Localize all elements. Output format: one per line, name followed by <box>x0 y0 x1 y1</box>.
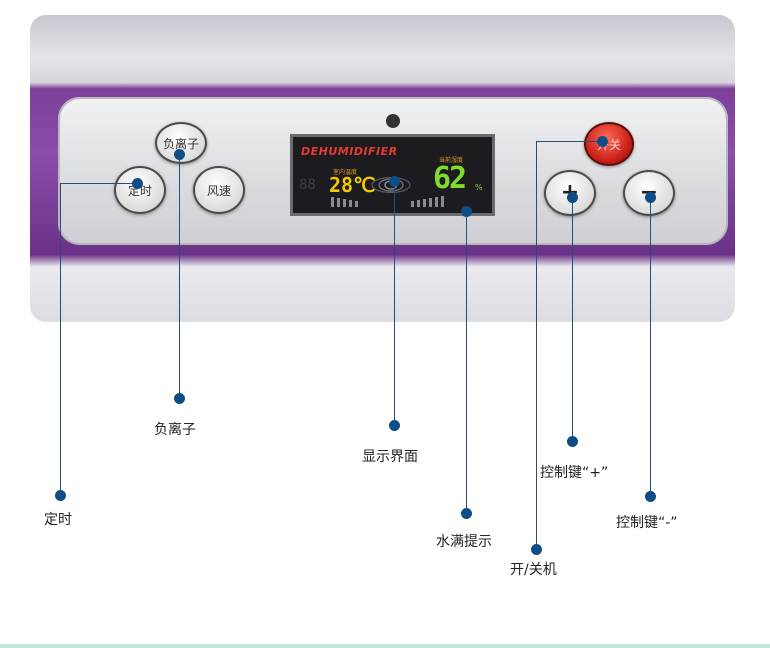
lcd-display: DEHUMIDIFIER 88 室内温度 28℃ 当前湿度 62 % <box>290 134 495 216</box>
ion-button-label: 负离子 <box>162 136 199 151</box>
timer-leader-v <box>60 183 61 495</box>
plus-dot-bottom <box>567 436 578 447</box>
lcd-percent-unit: % <box>475 183 483 192</box>
water-leader <box>466 211 467 514</box>
water-dot-top <box>461 206 472 217</box>
lcd-brand: DEHUMIDIFIER <box>301 145 398 158</box>
power-callout-label: 开/关机 <box>510 562 557 578</box>
timer-dot-bottom <box>55 490 66 501</box>
timer-callout-label: 定时 <box>44 512 72 528</box>
power-button[interactable]: 开关 <box>584 122 634 166</box>
display-dot-bottom <box>389 420 400 431</box>
power-leader-v <box>536 141 537 549</box>
lcd-temp-label: 室内温度 <box>333 169 358 176</box>
power-leader-h <box>536 141 602 142</box>
lcd-humidity: 62 <box>433 161 467 196</box>
water-full-callout-label: 水满提示 <box>436 534 492 550</box>
lcd-temperature: 28℃ <box>329 173 376 197</box>
minus-callout-label: 控制键“-” <box>616 515 678 531</box>
timer-leader-h <box>60 183 138 184</box>
ion-dot-bottom <box>174 393 185 404</box>
minus-dot-bottom <box>645 491 656 502</box>
ion-callout-label: 负离子 <box>154 422 196 438</box>
sensor-dot <box>386 114 400 128</box>
timer-button[interactable]: 定时 <box>114 166 166 214</box>
display-leader <box>394 181 395 426</box>
plus-leader <box>572 197 573 442</box>
power-dot-bottom <box>531 544 542 555</box>
plus-dot-top <box>567 192 578 203</box>
timer-dot-top <box>132 178 143 189</box>
display-callout-label: 显示界面 <box>362 449 418 465</box>
power-dot-top <box>597 136 608 147</box>
lcd-inactive-digits: 88 <box>299 177 316 193</box>
display-dot-top <box>389 176 400 187</box>
minus-dot-top <box>645 192 656 203</box>
fan-speed-button-label: 风速 <box>206 183 231 198</box>
ion-dot-top <box>174 149 185 160</box>
water-dot-bottom <box>461 508 472 519</box>
minus-leader <box>650 197 651 497</box>
plus-callout-label: 控制键“+” <box>540 465 609 481</box>
fan-speed-button[interactable]: 风速 <box>193 166 245 214</box>
bottom-divider <box>0 644 770 648</box>
ion-leader <box>179 155 180 399</box>
lcd-humidity-label: 当前湿度 <box>439 157 464 164</box>
